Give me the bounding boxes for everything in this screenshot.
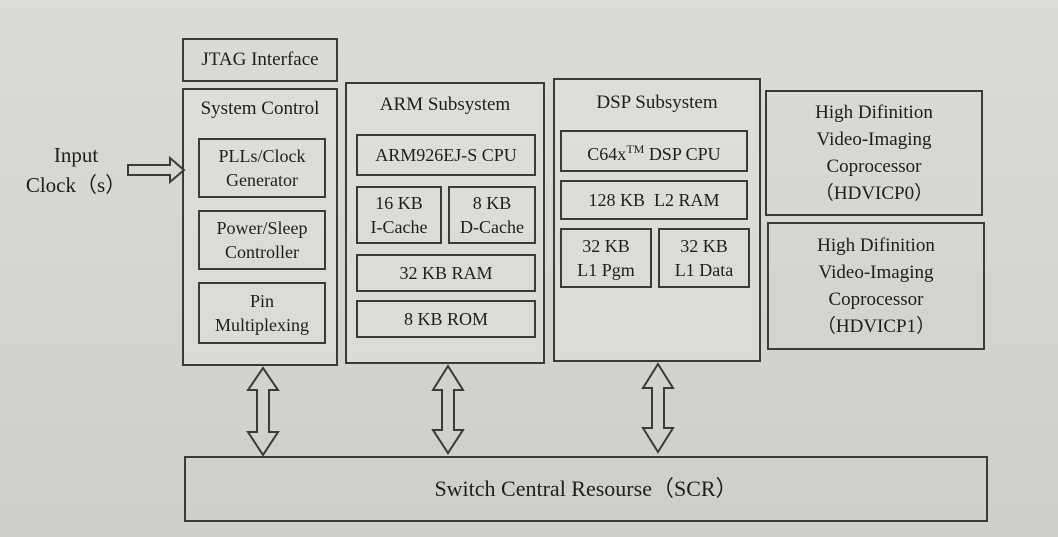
system-control-title: System Control (200, 98, 320, 119)
icache-line1: 16 KB (375, 193, 423, 213)
jtag-interface-label: JTAG Interface (201, 49, 319, 70)
icache-box: 16 KB I-Cache (356, 186, 442, 244)
power-line1: Power/Sleep (216, 218, 308, 238)
dsp-scr-arrow (641, 362, 675, 454)
arm-ram-label: 32 KB RAM (399, 263, 493, 283)
power-sleep-controller-box: Power/Sleep Controller (198, 210, 326, 270)
l1pgm-line1: 32 KB (582, 236, 630, 256)
arm-cpu-label: ARM926EJ-S CPU (375, 145, 517, 165)
arm-rom-label: 8 KB ROM (403, 309, 488, 329)
dsp-cpu-trademark: TM (626, 141, 645, 156)
dcache-line2: D-Cache (460, 217, 524, 237)
hdvicp0-line2: Video-Imaging (816, 129, 932, 150)
jtag-interface-box: JTAG Interface (182, 38, 338, 82)
l1-data-box: 32 KB L1 Data (658, 228, 750, 288)
system-control-box: System Control (182, 88, 338, 366)
hdvicp1-line1: High Difinition (817, 235, 935, 256)
scr-bar: Switch Central Resourse（SCR） (184, 456, 988, 522)
pll-clock-generator-box: PLLs/Clock Generator (198, 138, 326, 198)
l1pgm-line2: L1 Pgm (577, 260, 635, 280)
arm-subsystem-title: ARM Subsystem (379, 94, 511, 115)
hdvicp1-box: High Difinition Video-Imaging Coprocesso… (767, 222, 985, 350)
hdvicp1-line4: （HDVICP1） (816, 316, 936, 337)
pin-line2: Multiplexing (215, 315, 309, 335)
arm-scr-arrow (431, 364, 465, 455)
hdvicp0-line3: Coprocessor (826, 156, 922, 177)
input-clock-label: Input Clock（s） (12, 140, 140, 200)
l2-ram-box: 128 KB L2 RAM (560, 180, 748, 220)
pin-multiplexing-box: Pin Multiplexing (198, 282, 326, 344)
dcache-line1: 8 KB (472, 193, 512, 213)
l2-ram-label: 128 KB L2 RAM (588, 190, 720, 210)
hdvicp0-box: High Difinition Video-Imaging Coprocesso… (765, 90, 983, 216)
dcache-box: 8 KB D-Cache (448, 186, 536, 244)
scr-label: Switch Central Resourse（SCR） (434, 476, 738, 501)
dsp-cpu-label: C64xTM DSP CPU (587, 137, 720, 166)
dsp-cpu-suffix: DSP CPU (644, 143, 721, 164)
arm-ram-box: 32 KB RAM (356, 254, 536, 292)
input-clock-arrow (127, 155, 186, 185)
arm-cpu-box: ARM926EJ-S CPU (356, 134, 536, 176)
dsp-cpu-prefix: C64x (587, 143, 627, 164)
dsp-subsystem-title: DSP Subsystem (596, 92, 718, 113)
dsp-cpu-box: C64xTM DSP CPU (560, 130, 748, 172)
hdvicp0-line4: （HDVICP0） (814, 183, 934, 204)
arm-rom-box: 8 KB ROM (356, 300, 536, 338)
pin-line1: Pin (249, 291, 274, 311)
pll-line1: PLLs/Clock (218, 146, 306, 166)
hdvicp1-line3: Coprocessor (828, 289, 924, 310)
pll-line2: Generator (226, 170, 298, 190)
power-line2: Controller (225, 242, 299, 262)
input-clock-line1: Input (53, 143, 99, 167)
system-control-scr-arrow (246, 366, 280, 457)
l1-pgm-box: 32 KB L1 Pgm (560, 228, 652, 288)
hdvicp1-line2: Video-Imaging (818, 262, 934, 283)
l1data-line1: 32 KB (680, 236, 728, 256)
l1data-line2: L1 Data (674, 260, 734, 280)
arm-subsystem-box: ARM Subsystem (345, 82, 545, 364)
dsp-subsystem-box: DSP Subsystem (553, 78, 761, 362)
hdvicp0-line1: High Difinition (815, 102, 933, 123)
input-clock-line2: Clock（s） (25, 173, 127, 197)
icache-line2: I-Cache (370, 217, 428, 237)
